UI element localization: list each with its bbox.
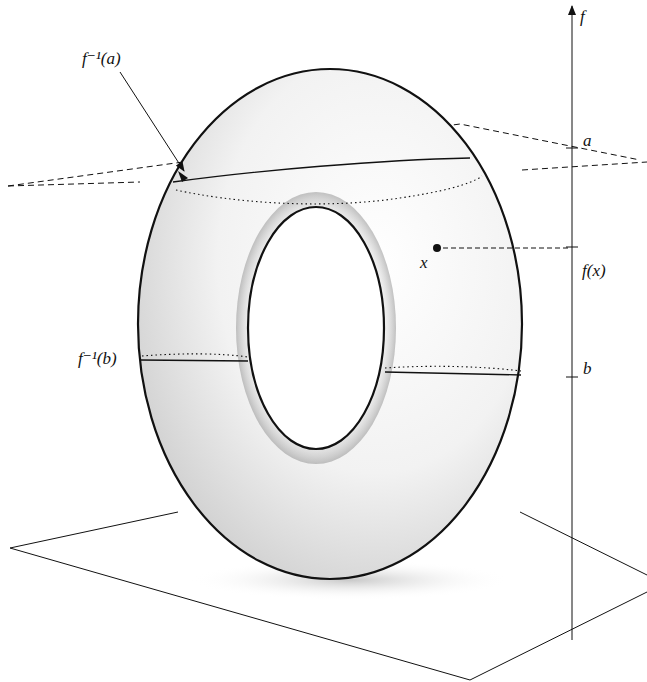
level-set-label: f⁻¹(b) <box>78 350 117 367</box>
axis-label: f <box>580 8 585 25</box>
point-label: x <box>420 254 428 271</box>
level-set-label: f⁻¹(a) <box>82 50 121 67</box>
value-label: f(x) <box>582 262 606 279</box>
axis-tick-label: b <box>583 360 592 377</box>
axis-tick-label: a <box>583 132 592 149</box>
